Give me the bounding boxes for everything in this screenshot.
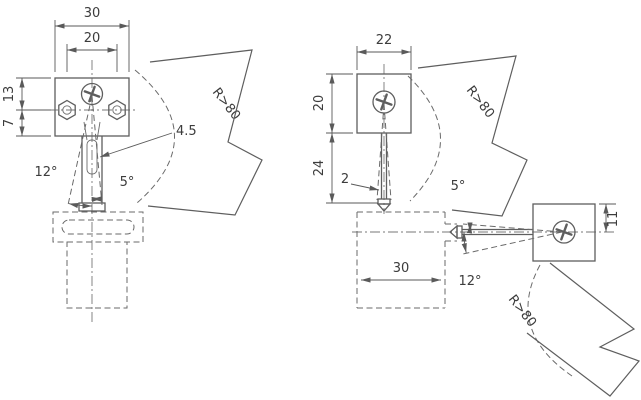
phillips-screw-icon [552,220,576,244]
dim-2: 2 [341,172,380,191]
radius-label-bottom: R>80 [505,292,539,330]
dim-20-v: 20 [312,73,353,134]
angle-label-12: 12° [458,274,481,289]
dim-label-7: 7 [2,119,17,127]
dim-4-5: 4.5 [99,124,197,158]
dim-label-22: 22 [376,33,393,48]
stem-horizontal [449,224,533,240]
dim-label-20: 20 [312,95,327,112]
dim-label-13: 13 [2,86,17,103]
tilt-line [376,103,385,201]
dim-30: 30 [54,6,130,72]
panel-break-top [417,55,528,217]
clamp-body-side [532,203,596,262]
angle-label-5: 5° [120,175,135,190]
left-view: 30 20 13 7 12° 5° [2,6,263,322]
clamp-body-front [356,73,412,134]
dim-20: 20 [66,31,118,72]
bend-arc-bottom [527,264,573,377]
tilt-line [462,223,563,233]
dim-13-7: 13 7 [2,77,51,137]
radius-label-top: R>80 [463,83,497,121]
tilt-line-right [91,95,103,206]
mounting-profile [52,211,144,309]
phillips-screw-icon [372,90,396,114]
panel-break-bottom [526,262,641,397]
dim-label-30: 30 [393,261,410,276]
angle-label-5: 5° [451,179,466,194]
mounting-profile [356,211,457,309]
tilt-line [462,231,563,255]
bend-arc [134,69,175,204]
dim-30-profile: 30 [361,261,441,283]
hex-nut-left-icon [58,99,76,121]
angle-12: 12° [458,231,482,289]
dim-label-20: 20 [84,31,101,46]
angle-5: 5° [451,179,473,234]
clamp-body [54,77,130,137]
right-view: 22 20 24 2 R>80 [312,33,641,397]
glass-slot [86,139,98,175]
dim-label-2: 2 [341,172,349,187]
tilt-line [383,103,392,201]
angle-12: 12° [34,165,93,209]
phillips-screw-icon [80,82,104,106]
panel-break [147,49,263,216]
dim-label-30: 30 [84,6,101,21]
hex-nut-right-icon [108,99,126,121]
dim-22: 22 [356,33,412,70]
tilt-line-left [67,95,93,206]
dim-11: 11 [599,203,621,232]
bend-arc-top [407,75,441,202]
dim-24-v: 24 [312,133,378,204]
dim-label-24: 24 [312,160,327,177]
clip-stem [78,121,106,212]
dim-label-11: 11 [606,211,621,228]
angle-label-12: 12° [34,165,57,180]
dim-label-4-5: 4.5 [176,124,197,139]
angle-5: 5° [91,175,135,203]
